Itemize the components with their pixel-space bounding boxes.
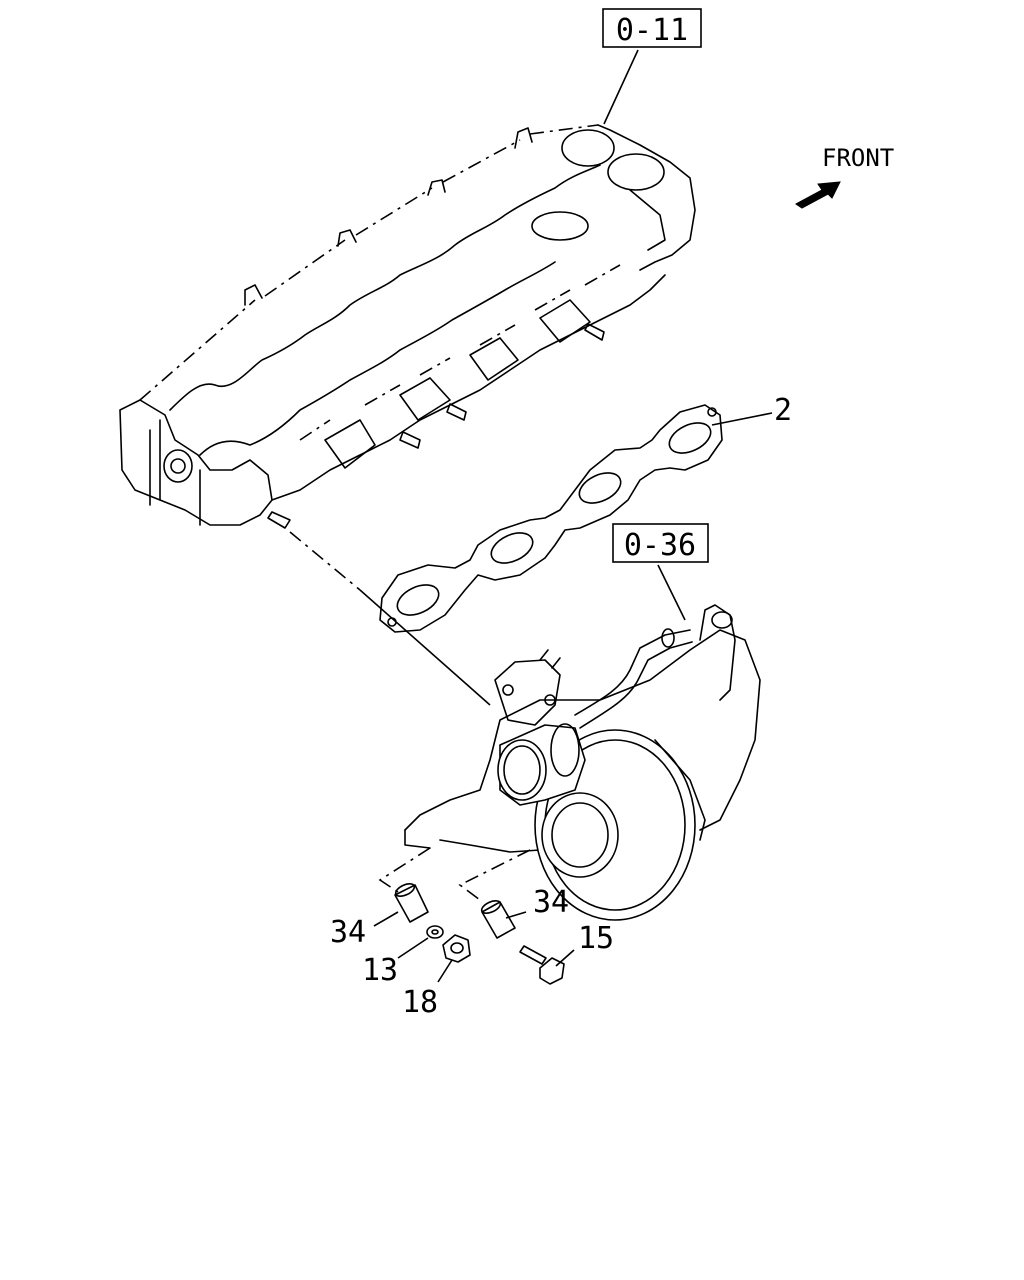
ref-box-cylinder-head: 0-11 [602, 8, 702, 48]
callout-washer: 13 [362, 953, 398, 988]
cylinder-head [119, 124, 696, 529]
callout-bolt: 15 [578, 921, 614, 956]
callout-stud-right: 34 [533, 885, 569, 920]
nut [442, 934, 471, 963]
turbocharger-assembly [404, 604, 761, 921]
arrow-icon [795, 181, 841, 209]
front-label: FRONT [822, 144, 894, 172]
head-studs [267, 323, 605, 529]
exhaust-manifold-gasket [379, 404, 723, 633]
washer [426, 925, 444, 939]
ref-box-turbocharger: 0-36 [612, 523, 709, 563]
ref-label-cylinder-head: 0-11 [616, 13, 688, 48]
callout-gasket: 2 [774, 393, 792, 428]
stud-left [394, 883, 429, 923]
callout-nut: 18 [402, 985, 438, 1020]
callout-stud-left: 34 [330, 915, 366, 950]
stud-right [480, 900, 516, 939]
ref-label-turbocharger: 0-36 [624, 528, 696, 563]
